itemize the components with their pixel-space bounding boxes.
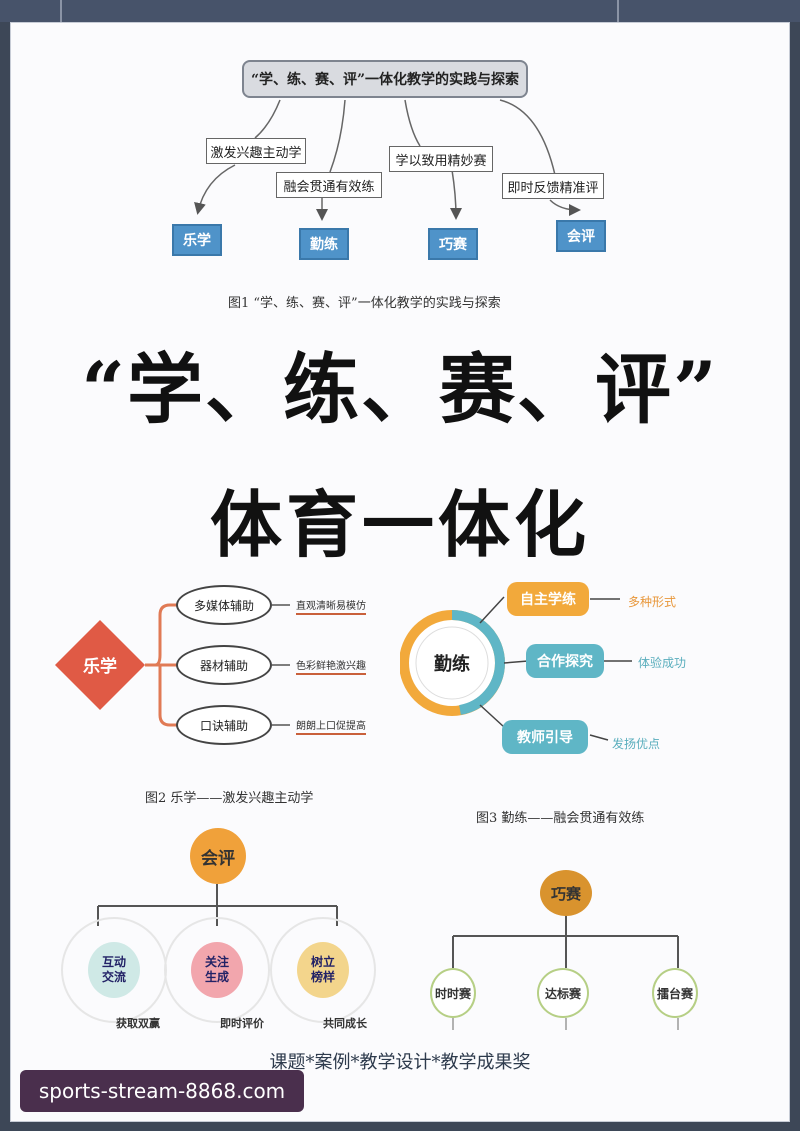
fig5-child: 时时赛 bbox=[430, 968, 476, 1018]
fig2-item: 口诀辅助 bbox=[176, 705, 272, 745]
fig3-graphic bbox=[400, 596, 632, 741]
fig3-note: 体验成功 bbox=[638, 656, 687, 670]
fig1-branch-label: 学以致用精妙赛 bbox=[389, 146, 493, 172]
fig3-caption: 图3 勤练——融会贯通有效练 bbox=[476, 811, 645, 826]
fig5-child: 擂台赛 bbox=[652, 968, 698, 1018]
fig2-graphic bbox=[55, 603, 290, 727]
fig4-root: 会评 bbox=[190, 828, 246, 884]
fig4-child: 关注生成 bbox=[191, 942, 243, 998]
fig3-note: 多种形式 bbox=[628, 595, 677, 609]
fig1-connectors bbox=[194, 99, 581, 221]
fig1-branch-label: 激发兴趣主动学 bbox=[206, 138, 306, 164]
fig1-branch-label: 融会贯通有效练 bbox=[276, 172, 382, 198]
fig2-item: 多媒体辅助 bbox=[176, 585, 272, 625]
watermark-url[interactable]: sports-stream-8868.com bbox=[20, 1070, 304, 1112]
fig3-note: 发扬优点 bbox=[612, 737, 661, 751]
fig4-child: 树立榜样 bbox=[297, 942, 349, 998]
fig5-child: 达标赛 bbox=[537, 968, 589, 1018]
fig3-item: 自主学练 bbox=[507, 582, 589, 616]
fig3-item: 合作探究 bbox=[526, 644, 604, 678]
fig4-note: 共同成长 bbox=[323, 1017, 367, 1030]
fig5-connectors bbox=[452, 912, 679, 1030]
fig2-note: 直观清晰易模仿 bbox=[296, 597, 366, 615]
fig2-note: 色彩鲜艳激兴趣 bbox=[296, 657, 366, 675]
fig1-title: “学、练、赛、评”一体化教学的实践与探索 bbox=[242, 60, 528, 98]
fig2-diamond bbox=[55, 620, 145, 710]
fig1-node-qinlian: 勤练 bbox=[299, 228, 349, 260]
fig5-root: 巧赛 bbox=[540, 870, 592, 916]
fig4-connectors bbox=[61, 884, 376, 1023]
fig1-branch-label: 即时反馈精准评 bbox=[502, 173, 604, 199]
fig2-center-label: 乐学 bbox=[83, 657, 117, 677]
frame-seam bbox=[617, 0, 619, 22]
fig1-node-qiaosai: 巧赛 bbox=[428, 228, 478, 260]
fig3-center-label: 勤练 bbox=[434, 654, 470, 675]
top-bar bbox=[0, 0, 800, 22]
headline-line1: “学、练、赛、评” bbox=[81, 345, 719, 434]
fig1-caption: 图1 “学、练、赛、评”一体化教学的实践与探索 bbox=[228, 296, 501, 311]
fig3-item: 教师引导 bbox=[502, 720, 588, 754]
poster-page bbox=[10, 22, 790, 1122]
fig4-note: 获取双赢 bbox=[116, 1017, 160, 1030]
footer-tags: 课题*案例*教学设计*教学成果奖 bbox=[269, 1052, 531, 1073]
fig2-note: 朗朗上口促提高 bbox=[296, 717, 366, 735]
fig2-caption: 图2 乐学——激发兴趣主动学 bbox=[145, 791, 314, 806]
fig2-item: 器材辅助 bbox=[176, 645, 272, 685]
fig4-note: 即时评价 bbox=[220, 1017, 264, 1030]
headline-line2: 体育一体化 bbox=[209, 482, 590, 567]
fig4-child: 互动交流 bbox=[88, 942, 140, 998]
fig1-node-huiping: 会评 bbox=[556, 220, 606, 252]
fig1-node-lexue: 乐学 bbox=[172, 224, 222, 256]
frame-seam bbox=[60, 0, 62, 22]
